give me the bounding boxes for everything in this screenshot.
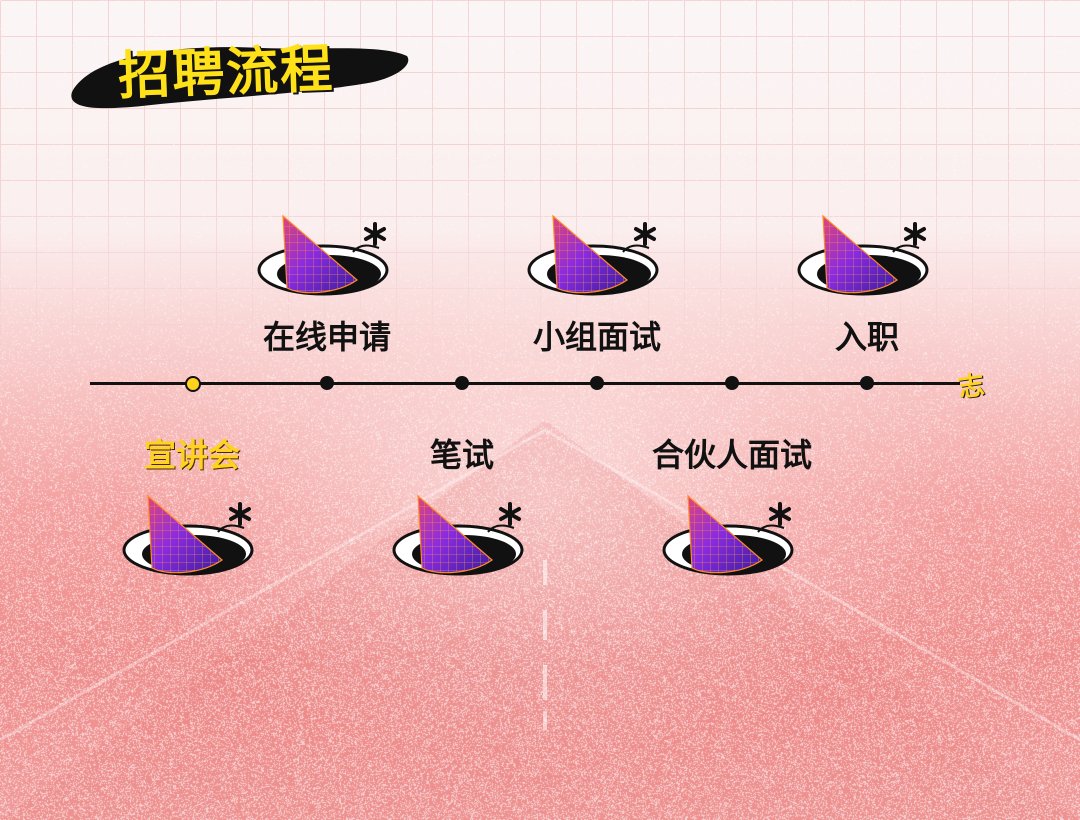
step-label: 小组面试 bbox=[532, 318, 662, 356]
cone-hole-icon bbox=[122, 490, 262, 580]
cone-hole-icon bbox=[392, 490, 532, 580]
step-label: 在线申请 bbox=[262, 318, 392, 356]
page-title: 招聘流程 bbox=[117, 39, 336, 107]
step-label: 合伙人面试 bbox=[651, 436, 813, 474]
cone-hole-icon bbox=[527, 210, 667, 300]
timeline-node bbox=[590, 376, 604, 390]
cone-hole-icon bbox=[797, 210, 937, 300]
timeline-node bbox=[455, 376, 469, 390]
brush-stroke-icon bbox=[71, 47, 409, 109]
title-block: 招聘流程 bbox=[62, 14, 412, 114]
step-label: 笔试 bbox=[429, 436, 495, 474]
timeline-node bbox=[725, 376, 739, 390]
timeline-end-mark: 志 bbox=[956, 370, 987, 404]
step-label: 入职 bbox=[834, 318, 900, 356]
cone-hole-icon bbox=[662, 490, 802, 580]
timeline-node bbox=[185, 376, 201, 392]
cone-hole-icon bbox=[257, 210, 397, 300]
timeline-node bbox=[320, 376, 334, 390]
step-label: 宣讲会 bbox=[143, 436, 241, 474]
timeline-node bbox=[860, 376, 874, 390]
timeline-line bbox=[90, 382, 960, 385]
